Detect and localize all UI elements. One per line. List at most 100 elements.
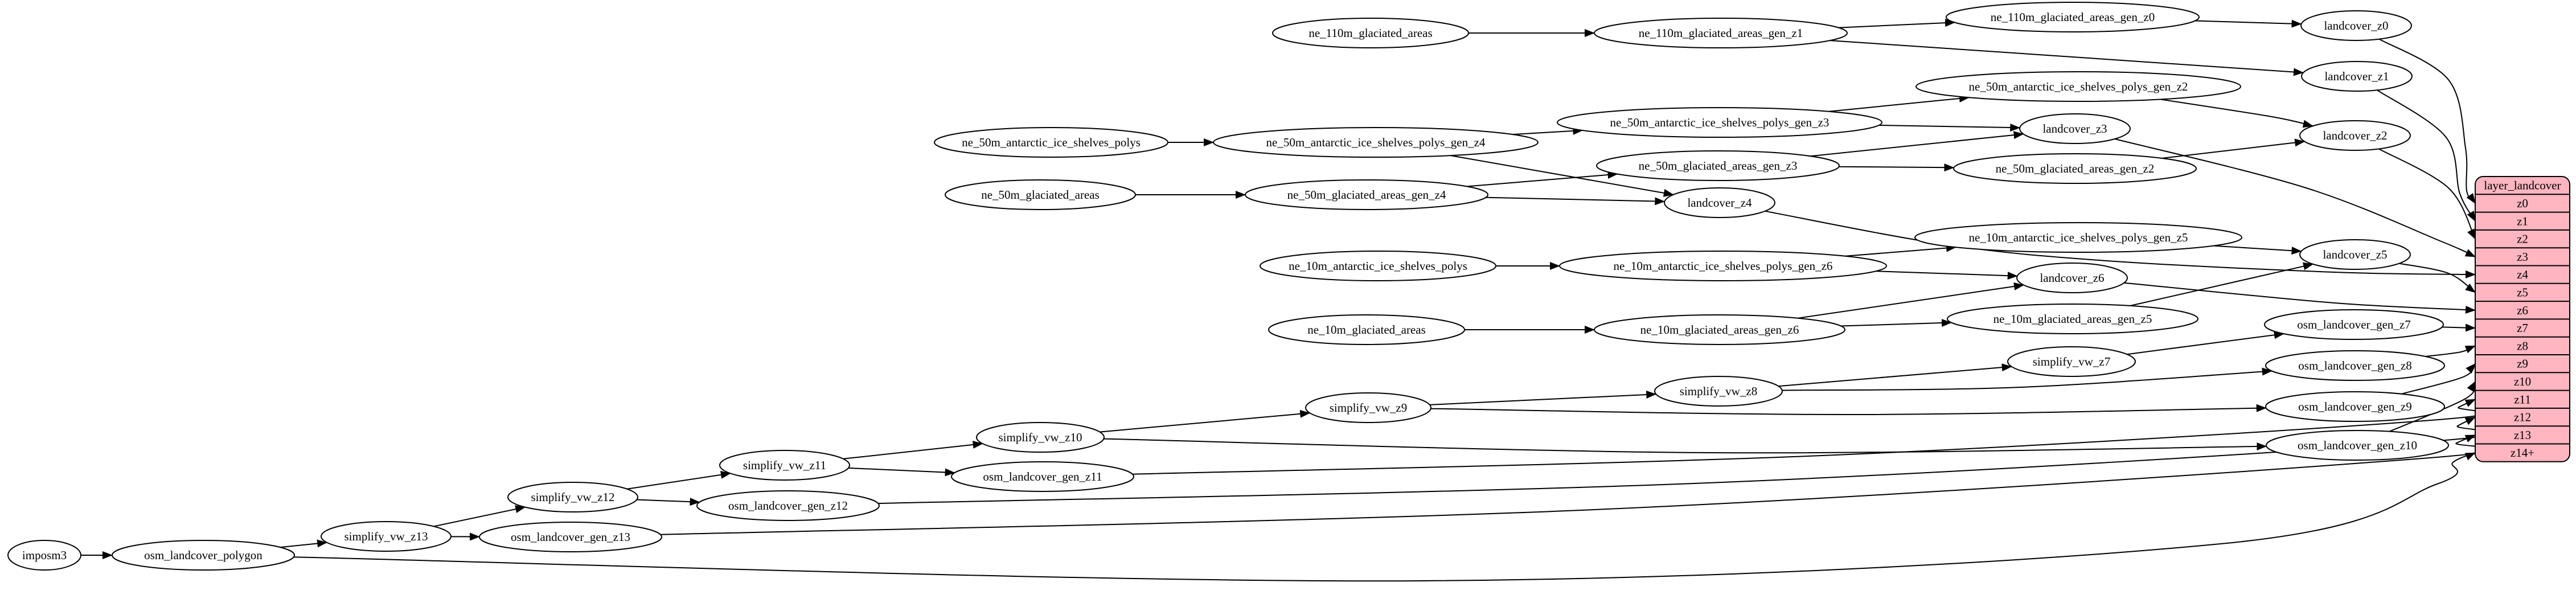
node-label: ne_50m_glaciated_areas_gen_z4 <box>1287 188 1446 202</box>
node-ellipse <box>2264 309 2444 340</box>
node-ne_10m_antarctic_ice_shelves_polys_gen_z6: ne_10m_antarctic_ice_shelves_polys_gen_z… <box>1559 251 1887 281</box>
node-label: ne_10m_antarctic_ice_shelves_polys_gen_z… <box>1614 259 1833 273</box>
node-label: osm_landcover_gen_z8 <box>2298 359 2411 372</box>
node-label: ne_10m_glaciated_areas_gen_z6 <box>1640 323 1799 337</box>
edge-s7-to-og7 <box>2127 331 2284 355</box>
node-label: simplify_vw_z11 <box>743 458 826 472</box>
table-row-z11: z11 <box>2514 392 2531 406</box>
edge-n10ag6-to-n10ag5 <box>1845 244 1956 257</box>
edge-n50ag3-to-n50ag2 <box>1829 94 1970 112</box>
table-row-z14+: z14+ <box>2511 446 2534 460</box>
edge-s8-to-s7 <box>1778 363 2012 387</box>
node-ellipse <box>1914 222 2242 253</box>
node-label: osm_landcover_gen_z13 <box>511 530 630 544</box>
node-label: simplify_vw_z9 <box>1330 401 1408 415</box>
node-ellipse <box>2299 120 2411 151</box>
node-ellipse <box>2301 61 2413 92</box>
node-label: ne_10m_antarctic_ice_shelves_polys_gen_z… <box>1969 231 2188 244</box>
edge-n50gg4-to-n50gg3 <box>1467 171 1618 187</box>
node-label: ne_50m_antarctic_ice_shelves_polys_gen_z… <box>1266 136 1486 149</box>
node-label: ne_50m_glaciated_areas_gen_z3 <box>1639 159 1798 173</box>
edge-s9-to-og9 <box>1430 404 2267 416</box>
node-osm_landcover_gen_z8: osm_landcover_gen_z8 <box>2265 350 2445 381</box>
node-ellipse <box>112 540 295 571</box>
node-landcover_z6: landcover_z6 <box>2016 263 2128 293</box>
node-ellipse <box>2007 346 2136 377</box>
edge-n50gg4-to-lz4 <box>1486 196 1666 206</box>
node-label: ne_110m_glaciated_areas <box>1308 26 1432 40</box>
node-label: simplify_vw_z12 <box>531 490 615 504</box>
node-label: landcover_z1 <box>2324 69 2389 83</box>
edge-s12-to-s11 <box>626 470 731 490</box>
node-label: landcover_z5 <box>2323 248 2387 261</box>
node-label: landcover_z6 <box>2040 271 2104 285</box>
node-label: ne_10m_glaciated_areas_gen_z5 <box>1993 312 2152 326</box>
table-row-z0: z0 <box>2517 196 2528 210</box>
edge-n10gg6-to-n10gg5 <box>1840 319 1952 327</box>
node-ellipse <box>1915 71 2241 102</box>
table-row-z2: z2 <box>2517 232 2528 246</box>
node-landcover_z5: landcover_z5 <box>2299 239 2411 270</box>
table-row-z12: z12 <box>2514 411 2531 424</box>
node-ellipse <box>2019 113 2131 144</box>
node-osm_landcover_gen_z11: osm_landcover_gen_z11 <box>951 461 1134 492</box>
edge-lz1-to-z1 <box>2377 89 2476 222</box>
node-label: simplify_vw_z13 <box>344 530 428 543</box>
table-row-z7: z7 <box>2517 321 2528 335</box>
node-ellipse <box>2299 239 2411 270</box>
table-row-z4: z4 <box>2517 268 2528 281</box>
node-ellipse <box>696 490 880 521</box>
node-ellipse <box>719 450 850 481</box>
node-osm_landcover_polygon: osm_landcover_polygon <box>112 540 295 571</box>
node-imposm3: imposm3 <box>7 540 81 571</box>
node-ellipse <box>2265 391 2445 422</box>
table-row-z3: z3 <box>2517 250 2528 264</box>
node-label: osm_landcover_gen_z11 <box>983 470 1102 483</box>
node-label: osm_landcover_gen_z12 <box>728 499 848 512</box>
node-ellipse <box>1557 107 1882 138</box>
node-ellipse <box>507 482 638 512</box>
edge-n10ag5-to-lz5 <box>2213 245 2302 255</box>
node-ellipse <box>1213 127 1539 158</box>
node-ellipse <box>976 422 1105 453</box>
node-ne_10m_glaciated_areas_gen_z6: ne_10m_glaciated_areas_gen_z6 <box>1594 314 1845 345</box>
edge-og8-to-z8 <box>2425 345 2476 357</box>
node-label: ne_50m_glaciated_areas_gen_z2 <box>1996 162 2155 175</box>
edge-lz6-to-z6 <box>2124 282 2476 314</box>
node-ne_10m_glaciated_areas_gen_z5: ne_10m_glaciated_areas_gen_z5 <box>1947 304 2198 334</box>
edge-n50gg2-to-lz2 <box>2162 138 2306 159</box>
node-ne_10m_glaciated_areas: ne_10m_glaciated_areas <box>1268 314 1465 345</box>
node-label: simplify_vw_z7 <box>2033 355 2111 368</box>
node-label: osm_landcover_gen_z9 <box>2298 400 2411 413</box>
edge-n50gg3-to-n50gg2 <box>1839 163 1955 172</box>
node-ellipse <box>2016 263 2128 293</box>
table-title: layer_landcover <box>2484 179 2561 192</box>
node-ellipse <box>1947 304 2198 334</box>
node-label: ne_10m_antarctic_ice_shelves_polys <box>1289 259 1467 273</box>
node-ne_50m_antarctic_ice_shelves_polys_gen_z2: ne_50m_antarctic_ice_shelves_polys_gen_z… <box>1915 71 2241 102</box>
node-ellipse <box>1953 153 2197 184</box>
edge-n110g1-to-lz1 <box>1830 40 2304 76</box>
edge-s13-to-s12 <box>433 505 526 527</box>
node-ne_50m_glaciated_areas_gen_z4: ne_50m_glaciated_areas_gen_z4 <box>1245 179 1488 210</box>
node-label: landcover_z4 <box>1687 196 1752 210</box>
node-label: ne_50m_antarctic_ice_shelves_polys <box>962 136 1141 149</box>
node-ne_110m_glaciated_areas_gen_z1: ne_110m_glaciated_areas_gen_z1 <box>1594 18 1848 48</box>
node-ellipse <box>1305 392 1431 423</box>
node-label: ne_50m_antarctic_ice_shelves_polys_gen_z… <box>1969 80 2188 93</box>
table-row-z10: z10 <box>2514 375 2531 388</box>
table-row-z1: z1 <box>2517 214 2528 228</box>
node-label: osm_landcover_gen_z7 <box>2297 318 2410 331</box>
edge-n50ag4-to-lz4 <box>1450 155 1674 197</box>
edge-n50ag2-to-lz2 <box>2160 99 2314 128</box>
node-simplify_vw_z13: simplify_vw_z13 <box>321 521 452 552</box>
node-ellipse <box>1594 18 1848 48</box>
edge-s8-to-og8 <box>1782 367 2273 391</box>
node-landcover_z2: landcover_z2 <box>2299 120 2411 151</box>
edge-s11-to-og11 <box>848 467 955 477</box>
edge-poly-to-z14+ <box>293 452 2476 582</box>
edge-s10-to-s9 <box>1100 409 1311 433</box>
node-ellipse <box>1268 314 1465 345</box>
